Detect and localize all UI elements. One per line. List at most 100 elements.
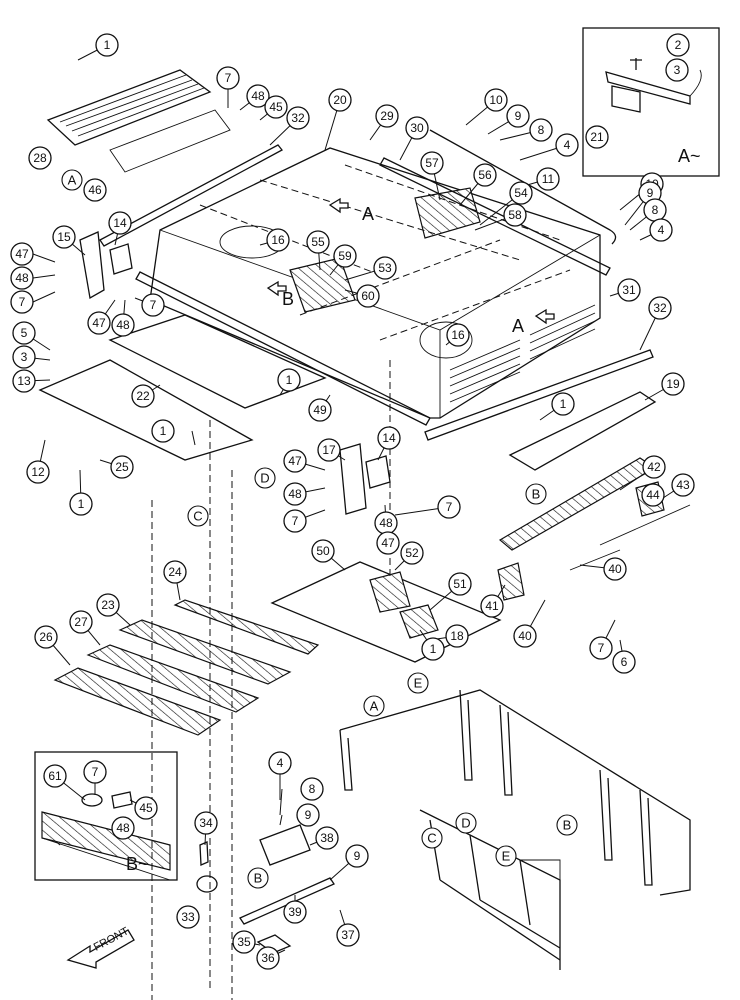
callout-number: 8 xyxy=(309,782,316,796)
callout-number: 43 xyxy=(676,478,690,492)
callout-circle xyxy=(246,84,270,108)
callout-c58: 58 xyxy=(503,203,527,227)
callout-circle xyxy=(473,163,497,187)
callout-number: 1 xyxy=(160,424,167,438)
hinge-14-right xyxy=(365,455,391,489)
callout-number: 59 xyxy=(338,249,352,263)
callout-c43: 43 xyxy=(671,473,695,497)
reference-letter-rC2: C xyxy=(421,827,443,849)
callout-c9d: 9 xyxy=(345,844,369,868)
plate-18 xyxy=(270,561,502,663)
callout-c16b: 16 xyxy=(446,323,470,347)
callout-c7g: 7 xyxy=(83,760,107,784)
callout-c24: 24 xyxy=(163,560,187,584)
callout-circle xyxy=(28,146,52,170)
callout-c7f: 7 xyxy=(589,636,613,660)
arrow-b-label: B xyxy=(282,289,294,309)
callout-circle xyxy=(256,946,280,970)
callout-circle xyxy=(484,88,508,112)
letter-circle xyxy=(247,867,269,889)
callout-circle xyxy=(87,311,111,335)
callout-circle xyxy=(373,256,397,280)
letter-circle xyxy=(407,672,429,694)
callout-c14a: 14 xyxy=(108,211,132,235)
strip-32-right xyxy=(424,349,654,441)
callout-number: 48 xyxy=(15,271,29,285)
reference-letter-rA2: A xyxy=(363,695,385,717)
callout-number: 18 xyxy=(450,629,464,643)
detail-a-cable xyxy=(689,69,702,97)
callout-number: 7 xyxy=(19,295,26,309)
strip-32-top xyxy=(99,144,283,247)
callout-number: 19 xyxy=(666,377,680,391)
callout-circle xyxy=(110,455,134,479)
callout-c14b: 14 xyxy=(377,426,401,450)
callout-number: 1 xyxy=(430,642,437,656)
callout-circle xyxy=(555,133,579,157)
reference-letter-rB1: B xyxy=(525,483,547,505)
callout-number: 1 xyxy=(78,497,85,511)
callout-number: 15 xyxy=(57,230,71,244)
callout-c7c: 7 xyxy=(141,293,165,317)
callout-circle xyxy=(69,610,93,634)
callout-number: 55 xyxy=(311,235,325,249)
callout-number: 12 xyxy=(31,465,45,479)
callout-number: 41 xyxy=(485,599,499,613)
callout-circle xyxy=(641,483,665,507)
plate-25 xyxy=(38,359,254,461)
letter-circle xyxy=(421,827,443,849)
callout-c46: 46 xyxy=(83,178,107,202)
rod-11 xyxy=(429,129,617,245)
mat-24 xyxy=(173,599,320,655)
callout-number: 34 xyxy=(199,816,213,830)
callout-circle xyxy=(356,284,380,308)
callout-number: 48 xyxy=(116,821,130,835)
callout-number: 47 xyxy=(381,536,395,550)
callout-number: 13 xyxy=(17,374,31,388)
callout-number: 4 xyxy=(658,223,665,237)
callout-number: 25 xyxy=(115,460,129,474)
letter-circle xyxy=(363,695,385,717)
callout-c7a: 7 xyxy=(216,66,240,90)
reference-letter-rC1: C xyxy=(187,505,209,527)
callout-c48b: 48 xyxy=(10,266,34,290)
callout-number: 33 xyxy=(181,910,195,924)
callout-circle xyxy=(317,438,341,462)
callout-number: 46 xyxy=(88,183,102,197)
callout-number: 8 xyxy=(652,203,659,217)
callout-number: 39 xyxy=(288,905,302,919)
callout-circle xyxy=(26,460,50,484)
callout-c55: 55 xyxy=(306,230,330,254)
callout-circle xyxy=(400,541,424,565)
callout-circle xyxy=(617,278,641,302)
callout-circle xyxy=(283,509,307,533)
callout-circle xyxy=(10,290,34,314)
callout-circle xyxy=(529,118,553,142)
callout-number: 31 xyxy=(622,283,636,297)
callout-c9c: 9 xyxy=(296,803,320,827)
callout-number: 60 xyxy=(361,289,375,303)
callout-number: 7 xyxy=(446,500,453,514)
callout-number: 1 xyxy=(286,373,293,387)
callout-circle xyxy=(141,293,165,317)
callout-c50: 50 xyxy=(311,539,335,563)
callout-number: 22 xyxy=(136,389,150,403)
hinge-15 xyxy=(79,231,105,300)
callout-c47c: 47 xyxy=(283,449,307,473)
callout-circle xyxy=(163,560,187,584)
callout-c17: 17 xyxy=(317,438,341,462)
cab-frame-assembly xyxy=(339,689,691,970)
callout-number: 48 xyxy=(288,487,302,501)
reference-letter-rB2: B xyxy=(556,814,578,836)
callout-c4b: 4 xyxy=(649,218,673,242)
roof-pad-57-56 xyxy=(414,187,481,239)
front-arrow-icon xyxy=(66,929,135,969)
callout-c47b: 47 xyxy=(87,311,111,335)
callout-number: 7 xyxy=(598,641,605,655)
reference-letter-rB3: B xyxy=(247,867,269,889)
letter-circle xyxy=(187,505,209,527)
letter-circle xyxy=(525,483,547,505)
pad-42 xyxy=(498,457,657,551)
callout-circle xyxy=(43,764,67,788)
